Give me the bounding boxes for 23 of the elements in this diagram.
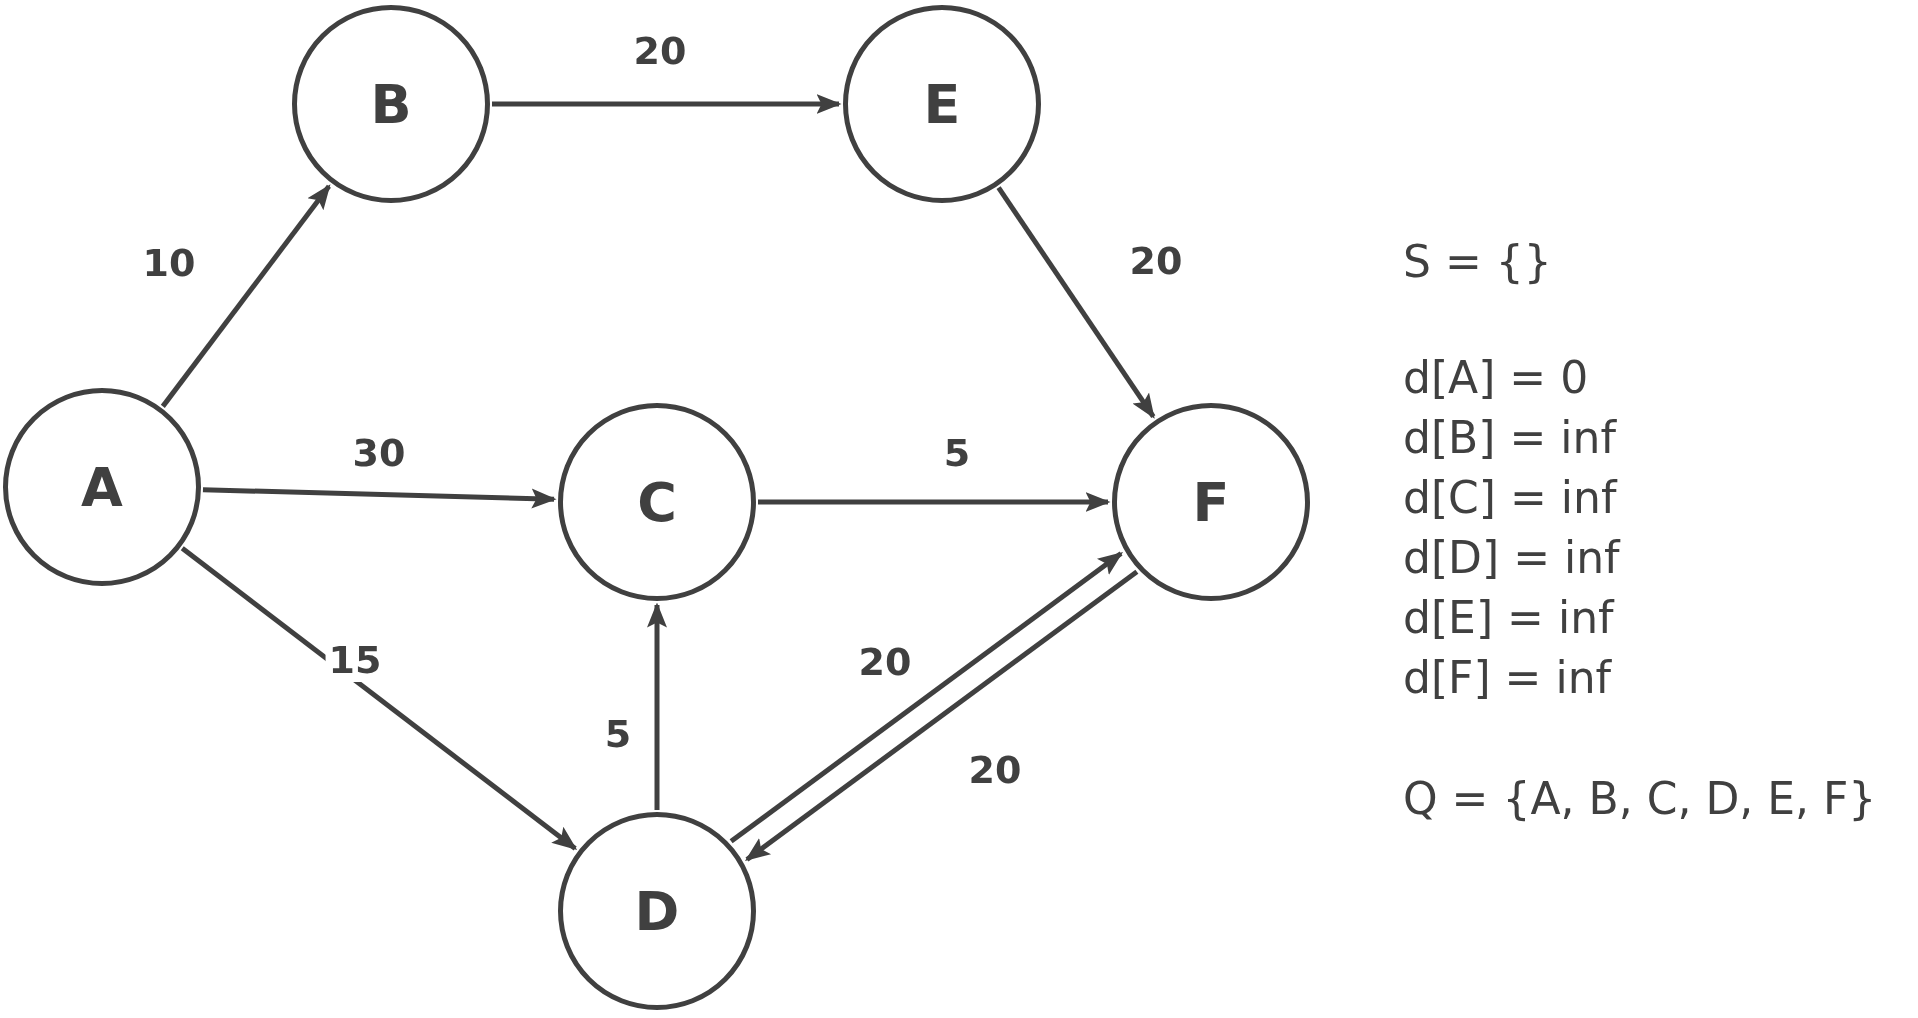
- note-text: d[E] = inf: [1403, 591, 1614, 643]
- arrow: [160, 184, 331, 408]
- arrow: [729, 551, 1123, 844]
- node-label: D: [634, 879, 680, 943]
- node-label: A: [81, 455, 123, 519]
- note-text: d[A] = 0: [1403, 351, 1589, 403]
- arrow: [647, 602, 667, 810]
- node-label: E: [923, 72, 961, 136]
- note-text: Q = {A, B, C, D, E, F}: [1403, 772, 1877, 824]
- note-text: d[C] = inf: [1403, 471, 1617, 523]
- note-text: d[F] = inf: [1403, 651, 1611, 703]
- arrow: [996, 186, 1156, 419]
- arrow: [202, 487, 557, 509]
- arrow: [745, 569, 1139, 862]
- note-text: d[B] = inf: [1403, 411, 1616, 463]
- node-label: B: [370, 72, 412, 136]
- arrow: [492, 94, 842, 114]
- note-text: S = {}: [1403, 235, 1552, 287]
- arrow: [758, 492, 1111, 512]
- node-label: C: [637, 470, 677, 534]
- arrow: [180, 546, 578, 851]
- node-label: F: [1192, 470, 1230, 534]
- note-text: d[D] = inf: [1403, 531, 1620, 583]
